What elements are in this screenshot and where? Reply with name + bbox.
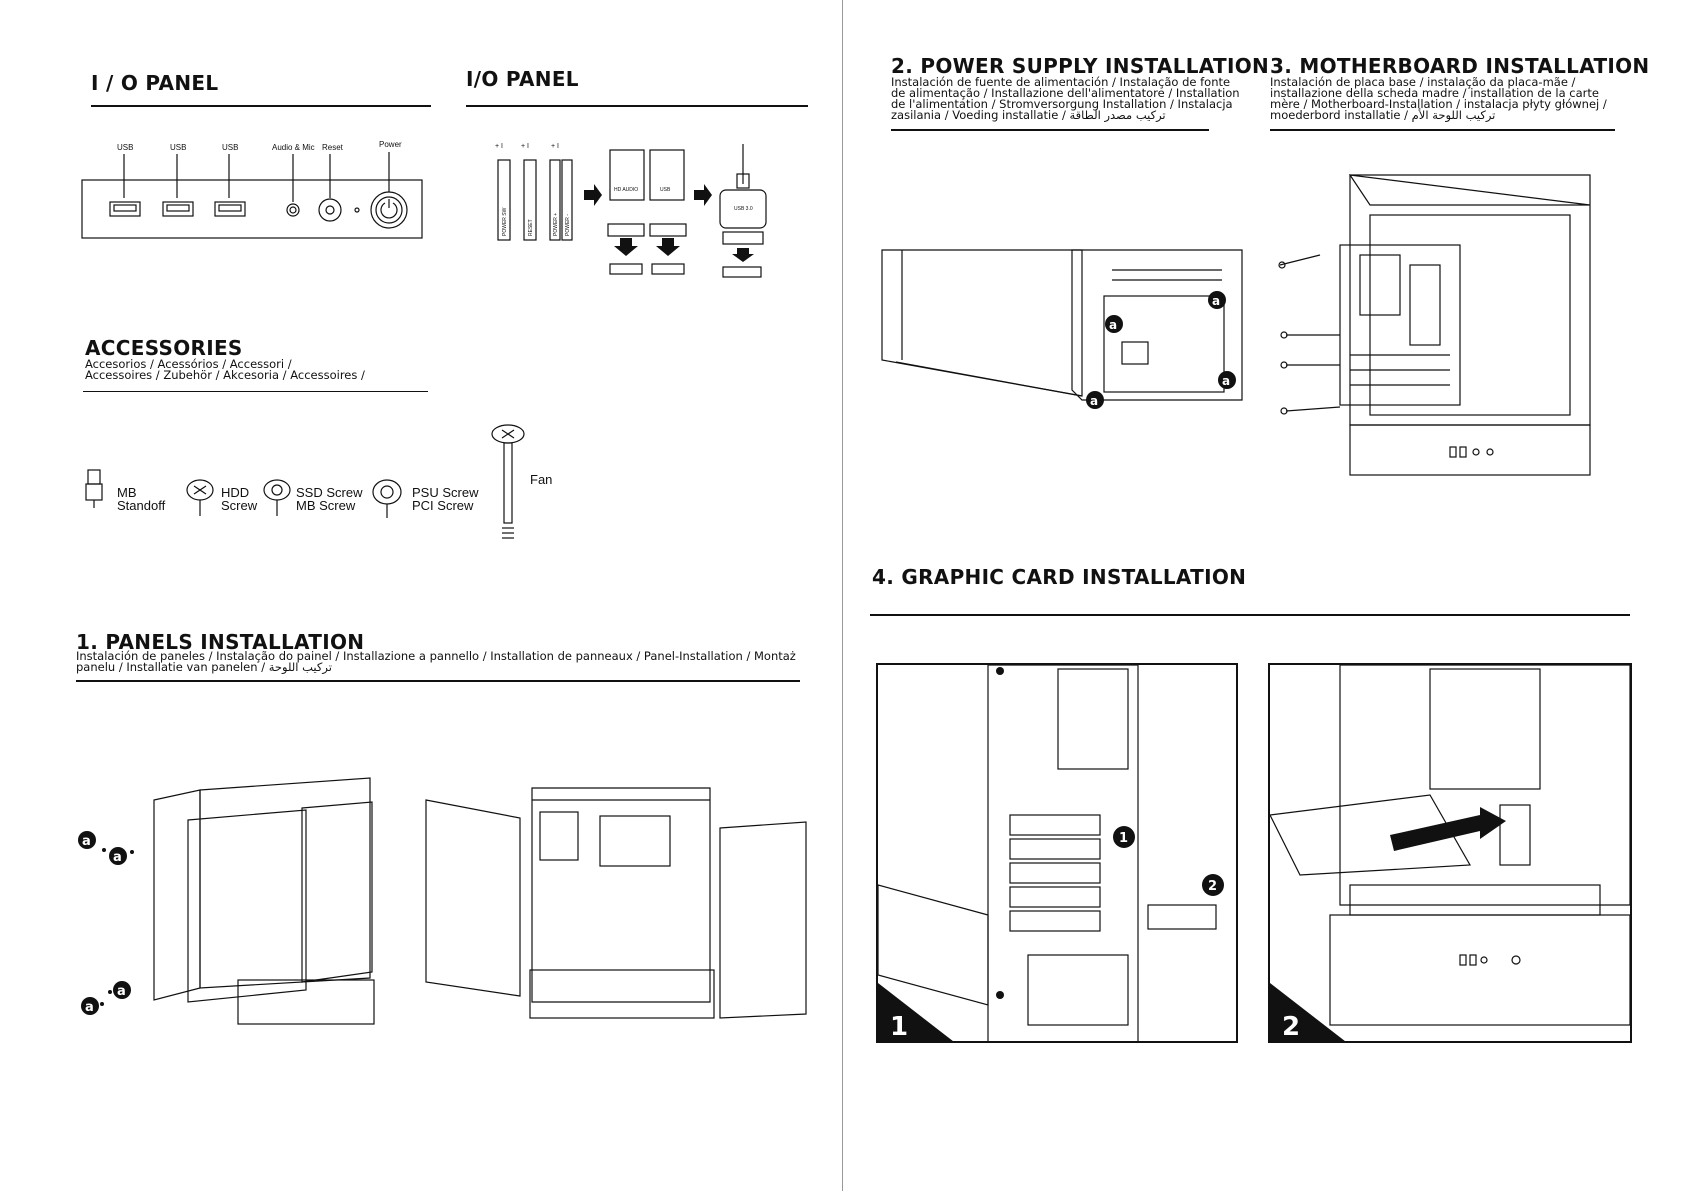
port-label-audio: Audio & Mic xyxy=(272,143,315,152)
io-panel-drawing xyxy=(81,152,423,239)
connector-label-reset: RESET xyxy=(528,219,534,236)
connector-drawing: + I + I + I POWER SW RESET POWER + POWER… xyxy=(495,143,767,278)
marker-a-1: a xyxy=(82,834,91,849)
accessory-ssd-screw-l1: SSD Screw xyxy=(296,485,363,500)
svg-text:+ I: + I xyxy=(521,143,529,150)
psu-subtitle-line1: Instalación de fuente de alimentación / … xyxy=(891,75,1231,89)
accessory-mb-standoff-l2: Standoff xyxy=(117,498,166,513)
panels-rule xyxy=(76,680,800,682)
accessory-fan-screw: Fan xyxy=(530,472,553,487)
gpu-step-1-drawing: 1 2 1 xyxy=(878,665,1224,1042)
mb-subtitle-line2: installazione della scheda madre / insta… xyxy=(1270,86,1599,100)
psu-marker-a-1: a xyxy=(1109,318,1117,332)
connector-label-power-sw: POWER SW xyxy=(502,207,508,236)
accessories-drawing xyxy=(85,424,525,539)
connector-diagram: + I + I + I POWER SW RESET POWER + POWER… xyxy=(490,140,780,280)
io-panel-rule-left xyxy=(91,105,431,107)
marker-a-4: a xyxy=(85,1000,94,1015)
panels-title: 1. PANELS INSTALLATION xyxy=(76,630,365,654)
accessories-subtitle-line1: Accesorios / Acessórios / Accessori / xyxy=(85,357,292,371)
accessories-subtitle-line2: Accessoires / Zubehör / Akcesoria / Acce… xyxy=(85,368,365,382)
panels-subtitle-line1: Instalación de paneles / Instalação do p… xyxy=(76,649,796,663)
marker-a-3: a xyxy=(117,984,126,999)
mb-subtitle-line3: mère / Motherboard-Installation / instal… xyxy=(1270,97,1607,111)
psu-title: 2. POWER SUPPLY INSTALLATION xyxy=(891,54,1270,78)
gpu-rule xyxy=(870,614,1630,616)
accessory-psu-screw-l1: PSU Screw xyxy=(412,485,479,500)
gpu-step-2-number: 2 xyxy=(1282,1012,1300,1042)
gpu-callout-2: 2 xyxy=(1208,879,1217,894)
connector-label-power-minus: POWER - xyxy=(565,214,571,236)
gpu-step-2-panel: 2 xyxy=(1268,663,1632,1043)
io-panel-title-right: I/O PANEL xyxy=(466,67,579,91)
port-label-usb-3: USB xyxy=(222,143,239,152)
accessory-mb-standoff-l1: MB xyxy=(117,485,137,500)
gpu-step-2-drawing: 2 xyxy=(1270,665,1630,1042)
io-panel-rule-right xyxy=(466,105,808,107)
gpu-callout-1: 1 xyxy=(1119,831,1128,846)
port-label-usb-1: USB xyxy=(117,143,134,152)
panels-drawing: a a a a xyxy=(78,777,807,1025)
page-divider xyxy=(842,0,843,1191)
accessories-title: ACCESSORIES xyxy=(85,336,243,360)
io-panel-diagram: USB USB USB Audio & Mic Reset Power xyxy=(81,140,424,242)
psu-marker-a-2: a xyxy=(1212,294,1220,308)
accessory-psu-screw-l2: PCI Screw xyxy=(412,498,474,513)
mb-drawing xyxy=(1278,174,1591,476)
port-label-power: Power xyxy=(379,140,402,149)
svg-text:+ I: + I xyxy=(551,143,559,150)
io-panel-title-left: I / O PANEL xyxy=(91,71,219,95)
psu-drawing: a a a a xyxy=(881,249,1243,409)
marker-a-2: a xyxy=(113,850,122,865)
header-label-usb: USB xyxy=(660,187,671,193)
header-label-hd-audio: HD AUDIO xyxy=(614,187,638,193)
mb-subtitle-line1: Instalación de placa base / instalação d… xyxy=(1270,75,1576,89)
psu-marker-a-4: a xyxy=(1090,394,1098,408)
port-label-reset: Reset xyxy=(322,143,343,152)
psu-marker-a-3: a xyxy=(1222,374,1230,388)
accessories-rule xyxy=(83,391,428,392)
accessory-hdd-screw-l1: HDD xyxy=(221,485,250,500)
psu-rule xyxy=(891,129,1209,131)
mb-rule xyxy=(1270,129,1615,131)
mb-title: 3. MOTHERBOARD INSTALLATION xyxy=(1270,54,1650,78)
svg-text:+ I: + I xyxy=(495,143,503,150)
accessory-hdd-screw-l2: Screw xyxy=(221,498,258,513)
psu-subtitle-line2: de alimentação / Installazione dell'alim… xyxy=(891,86,1240,100)
mb-subtitle-line4: moederbord installatie / تركيب اللوحة ال… xyxy=(1270,108,1496,122)
gpu-step-1-number: 1 xyxy=(890,1012,908,1042)
psu-subtitle-line3: de l'alimentation / Stromversorgung Inst… xyxy=(891,97,1233,111)
header-label-usb3: USB 3.0 xyxy=(734,206,753,212)
gpu-step-1-panel: 1 2 1 xyxy=(876,663,1238,1043)
gpu-title: 4. GRAPHIC CARD INSTALLATION xyxy=(872,565,1247,589)
accessory-ssd-screw-l2: MB Screw xyxy=(296,498,356,513)
panels-subtitle-line2: panelu / Installatie van panelen / تركيب… xyxy=(76,660,332,674)
port-label-usb-2: USB xyxy=(170,143,187,152)
connector-label-power-plus: POWER + xyxy=(553,213,559,236)
psu-subtitle-line4: zasilania / Voeding installatie / تركيب … xyxy=(891,108,1166,122)
